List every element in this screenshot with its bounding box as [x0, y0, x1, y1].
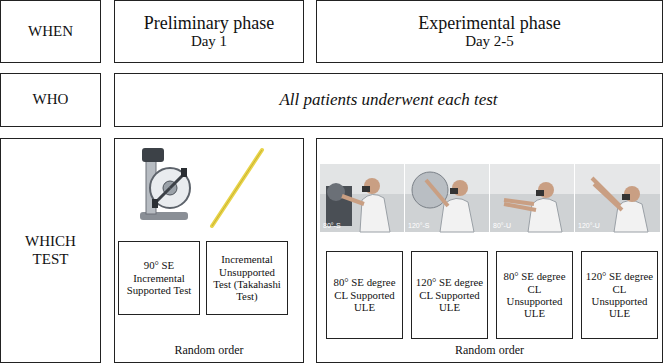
box-subtitle: Day 2-5 [465, 33, 514, 50]
box-title: WHO [33, 91, 69, 108]
photo-strip [320, 164, 660, 232]
test-panel: Random order 80° SE degree CL Supported U… [316, 138, 663, 363]
box-title: 120° SE degree CL Unsupported ULE [582, 270, 657, 320]
test-panel: Random order 90° SE Incremental Supported… [114, 138, 304, 363]
phase-box: Experimental phaseDay 2-5 [316, 0, 663, 63]
box-title: Preliminary phase [144, 13, 274, 34]
ergometer-drawing [140, 148, 190, 220]
panel-note: Random order [115, 343, 303, 358]
photo-label: 120°-U [578, 222, 600, 229]
test-box: 90° SE Incremental Supported Test [118, 241, 200, 315]
group-box: All patients underwent each test [114, 73, 663, 127]
box-title: 80° SE degree CL Supported ULE [327, 276, 402, 313]
box-subtitle: Day 1 [191, 33, 227, 50]
test-box: 120° SE degree CL Supported ULE [411, 251, 488, 339]
box-title: WHICH TEST [20, 233, 82, 268]
photo-label: 80°-S [323, 222, 341, 229]
stick-edge [212, 150, 262, 226]
box-title: 80° SE degree CL Unsupported ULE [497, 270, 572, 320]
phase-box: Preliminary phaseDay 1 [114, 0, 304, 63]
test-box: 80° SE degree CL Unsupported ULE [496, 251, 573, 339]
panel-note: Random order [317, 343, 662, 358]
box-title: 120° SE degree CL Supported ULE [412, 276, 487, 313]
box-title: WHEN [28, 23, 73, 40]
test-box: 120° SE degree CL Unsupported ULE [581, 251, 658, 339]
box-title: Experimental phase [418, 13, 560, 34]
row-header: WHICH TEST [0, 138, 101, 363]
photo-label: 120°-S [408, 222, 429, 229]
row-header: WHO [0, 73, 101, 127]
stick-drawing [212, 150, 262, 226]
box-title: 90° SE Incremental Supported Test [119, 259, 199, 296]
box-title: All patients underwent each test [279, 90, 497, 110]
box-title: Incremental Unsupported Test (Takahashi … [207, 253, 287, 303]
test-box: 80° SE degree CL Supported ULE [326, 251, 403, 339]
test-box: Incremental Unsupported Test (Takahashi … [206, 241, 288, 315]
photo-label: 80°-U [493, 222, 511, 229]
row-header: WHEN [0, 0, 101, 63]
